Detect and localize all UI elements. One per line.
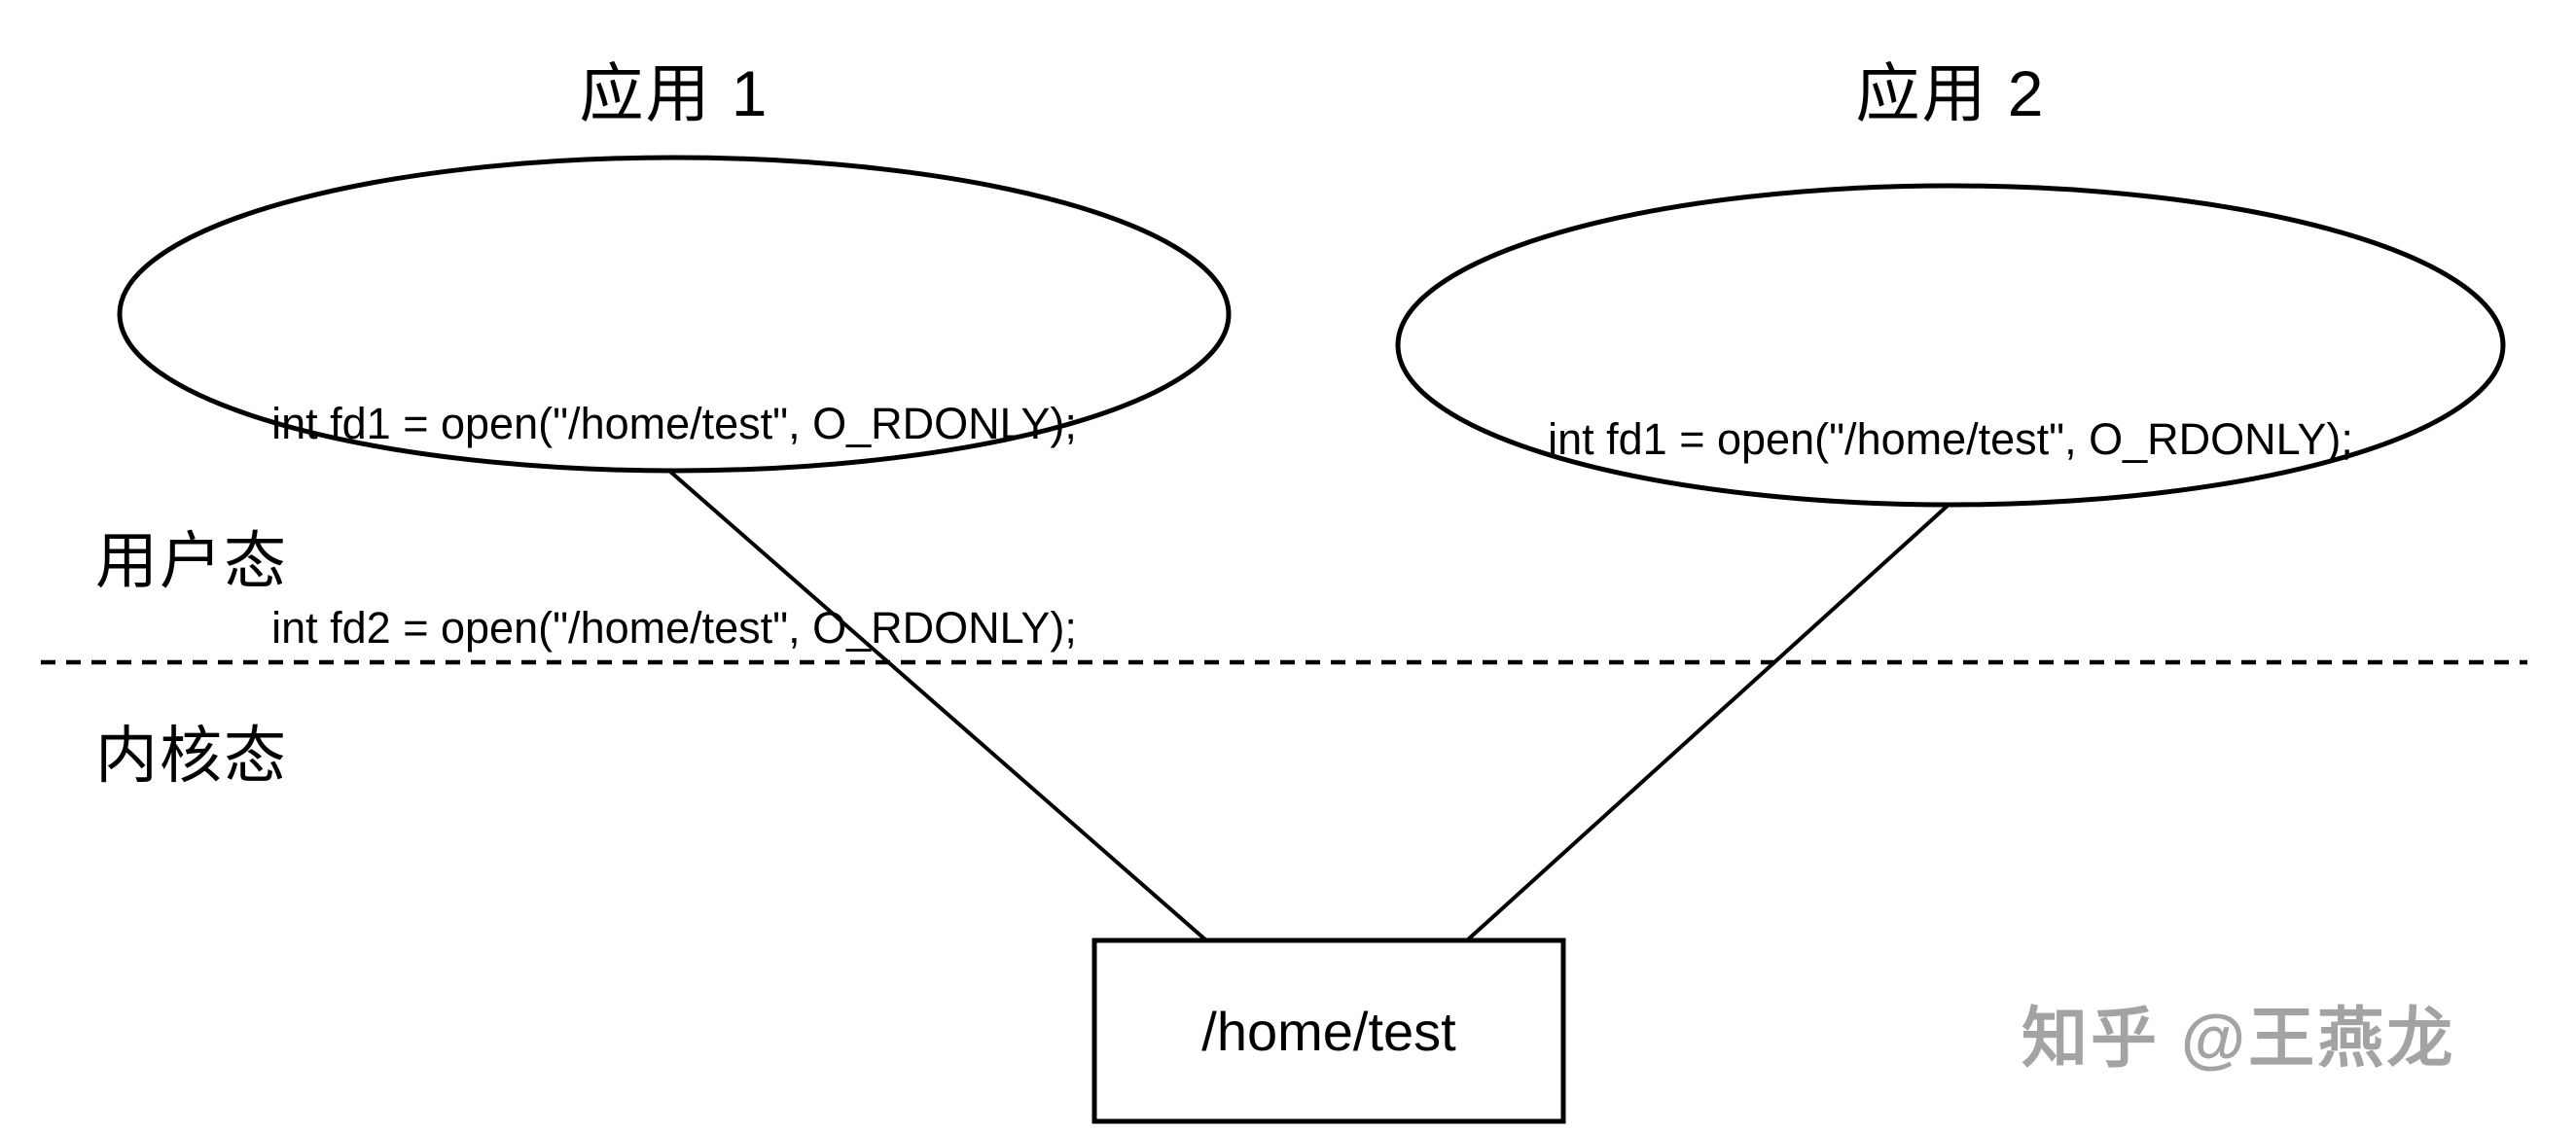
app2-code-line-1: int fd1 = open("/home/test", O_RDONLY);: [1548, 414, 2353, 464]
file-node-label: /home/test: [1201, 1000, 1456, 1062]
app2-title: 应用 2: [1855, 57, 2046, 129]
app1-ellipse: [117, 155, 1232, 474]
app1-to-file-line: [667, 469, 1208, 942]
app1-code-line-2: int fd2 = open("/home/test", O_RDONLY);: [271, 603, 1077, 653]
app2-ellipse: [1395, 183, 2506, 508]
user-mode-label: 用户态: [95, 526, 288, 596]
app2-code-block: int fd1 = open("/home/test", O_RDONLY);: [1398, 318, 2503, 561]
app1-code-line-1: int fd1 = open("/home/test", O_RDONLY);: [271, 399, 1077, 448]
file-node-label-wrap: /home/test: [1094, 940, 1563, 1121]
app1-title: 应用 1: [579, 57, 769, 129]
watermark-text: 知乎 @王燕龙: [2021, 1002, 2456, 1076]
kernel-mode-label: 内核态: [95, 721, 288, 791]
file-node-box: [1091, 937, 1566, 1124]
app2-to-file-line: [1465, 503, 1950, 942]
app1-code-block: int fd1 = open("/home/test", O_RDONLY); …: [120, 254, 1229, 798]
